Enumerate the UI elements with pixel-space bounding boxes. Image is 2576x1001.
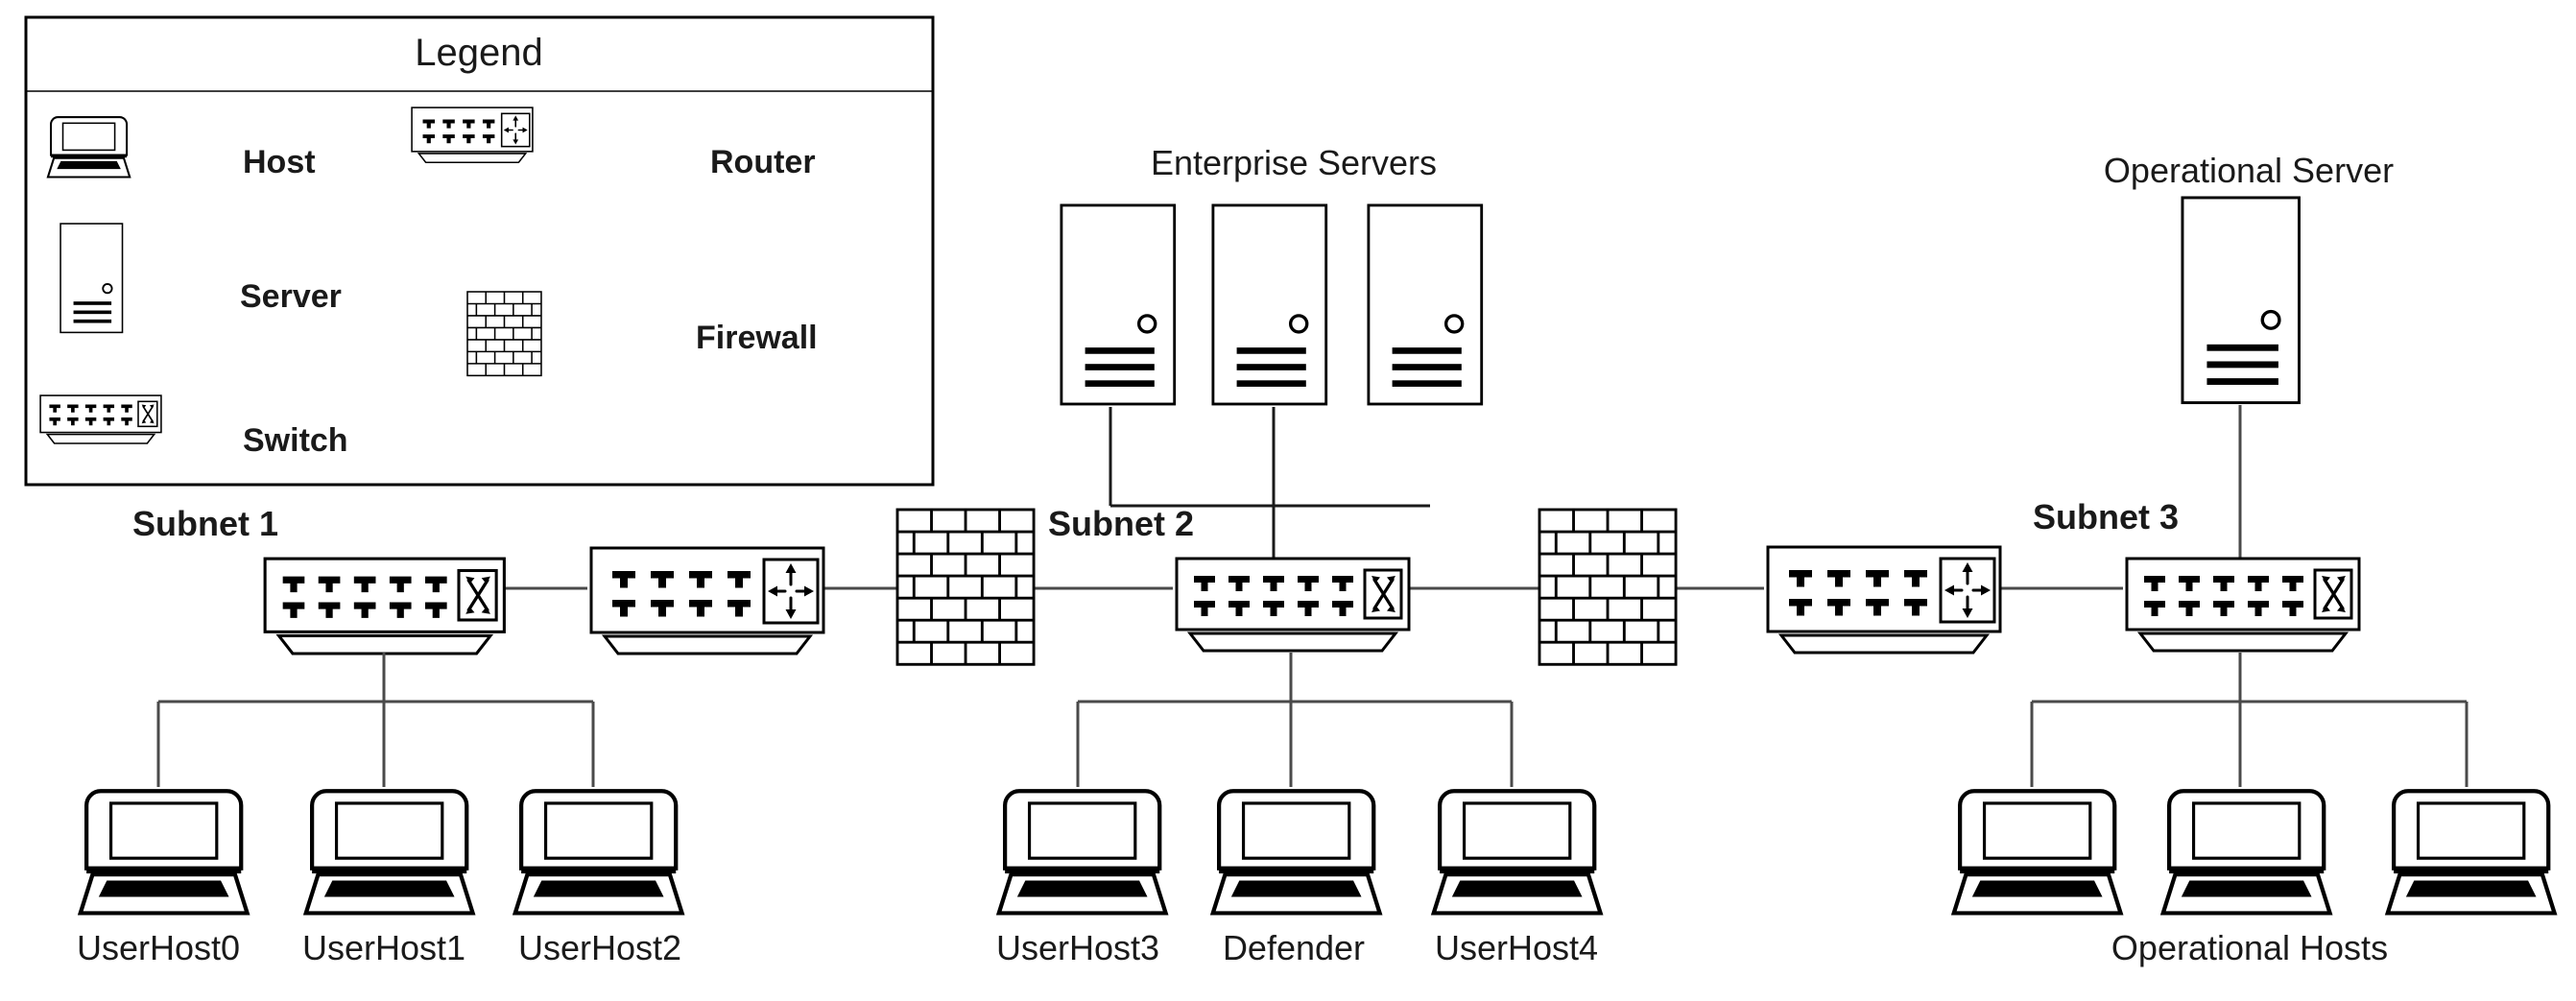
enterprise-servers-label: Enterprise Servers [1151,143,1437,182]
host-label-userhost1: UserHost1 [302,928,465,967]
operational-hosts-label: Operational Hosts [2111,928,2388,967]
legend-label-host: Host [243,144,316,180]
operational-host-3-icon [2388,791,2555,913]
legend-server-icon [60,223,124,334]
legend-router-icon [411,107,534,164]
operational-host-2-icon [2163,791,2330,913]
legend-firewall-icon [466,291,542,377]
host-userhost4-icon [1434,791,1601,913]
host-label-defender: Defender [1223,928,1365,967]
legend-label-switch: Switch [243,422,348,459]
operational-server-icon [2181,196,2302,405]
legend-title: Legend [415,32,542,74]
legend-label-firewall: Firewall [696,320,818,356]
host-label-userhost0: UserHost0 [77,928,240,967]
legend-label-server: Server [240,278,342,315]
host-userhost2-icon [515,791,682,913]
operational-server-group: Operational Server [2104,151,2394,576]
host-userhost1-icon [306,791,473,913]
subnet-2-switch [1175,557,1411,653]
host-label-userhost3: UserHost3 [996,928,1159,967]
subnet-1-switch [263,557,507,655]
legend-panel: Legend Host Router Server Firewall Switc… [24,15,935,487]
subnet-1-host-links [156,653,595,787]
host-userhost0-icon [81,791,248,913]
subnet-3-host-links [2030,653,2469,787]
subnet-3-router [1766,545,2002,655]
enterprise-server-2 [1211,203,1328,406]
host-label-userhost4: UserHost4 [1435,928,1598,967]
operational-server-label: Operational Server [2104,151,2394,190]
operational-host-1-icon [1954,791,2121,913]
host-defender-icon [1213,791,1380,913]
subnet-1-label: Subnet 1 [132,504,278,543]
host-userhost3-icon [999,791,1166,913]
firewall-subnet1-subnet2 [895,508,1036,666]
subnet-2-label: Subnet 2 [1048,504,1194,543]
subnet-1-router [589,546,825,655]
legend-label-router: Router [710,144,816,180]
subnet-3-label: Subnet 3 [2033,497,2179,536]
firewall-subnet2-subnet3 [1538,508,1678,666]
enterprise-server-1 [1060,203,1177,406]
legend-switch-icon [39,394,162,444]
enterprise-servers-group: Enterprise Servers [1060,143,1484,588]
enterprise-server-3 [1367,203,1484,406]
host-label-userhost2: UserHost2 [518,928,681,967]
subnet-3-switch [2125,557,2361,653]
legend-border [24,15,935,487]
subnet-2-host-links [1076,653,1514,787]
legend-host-icon [46,116,131,179]
